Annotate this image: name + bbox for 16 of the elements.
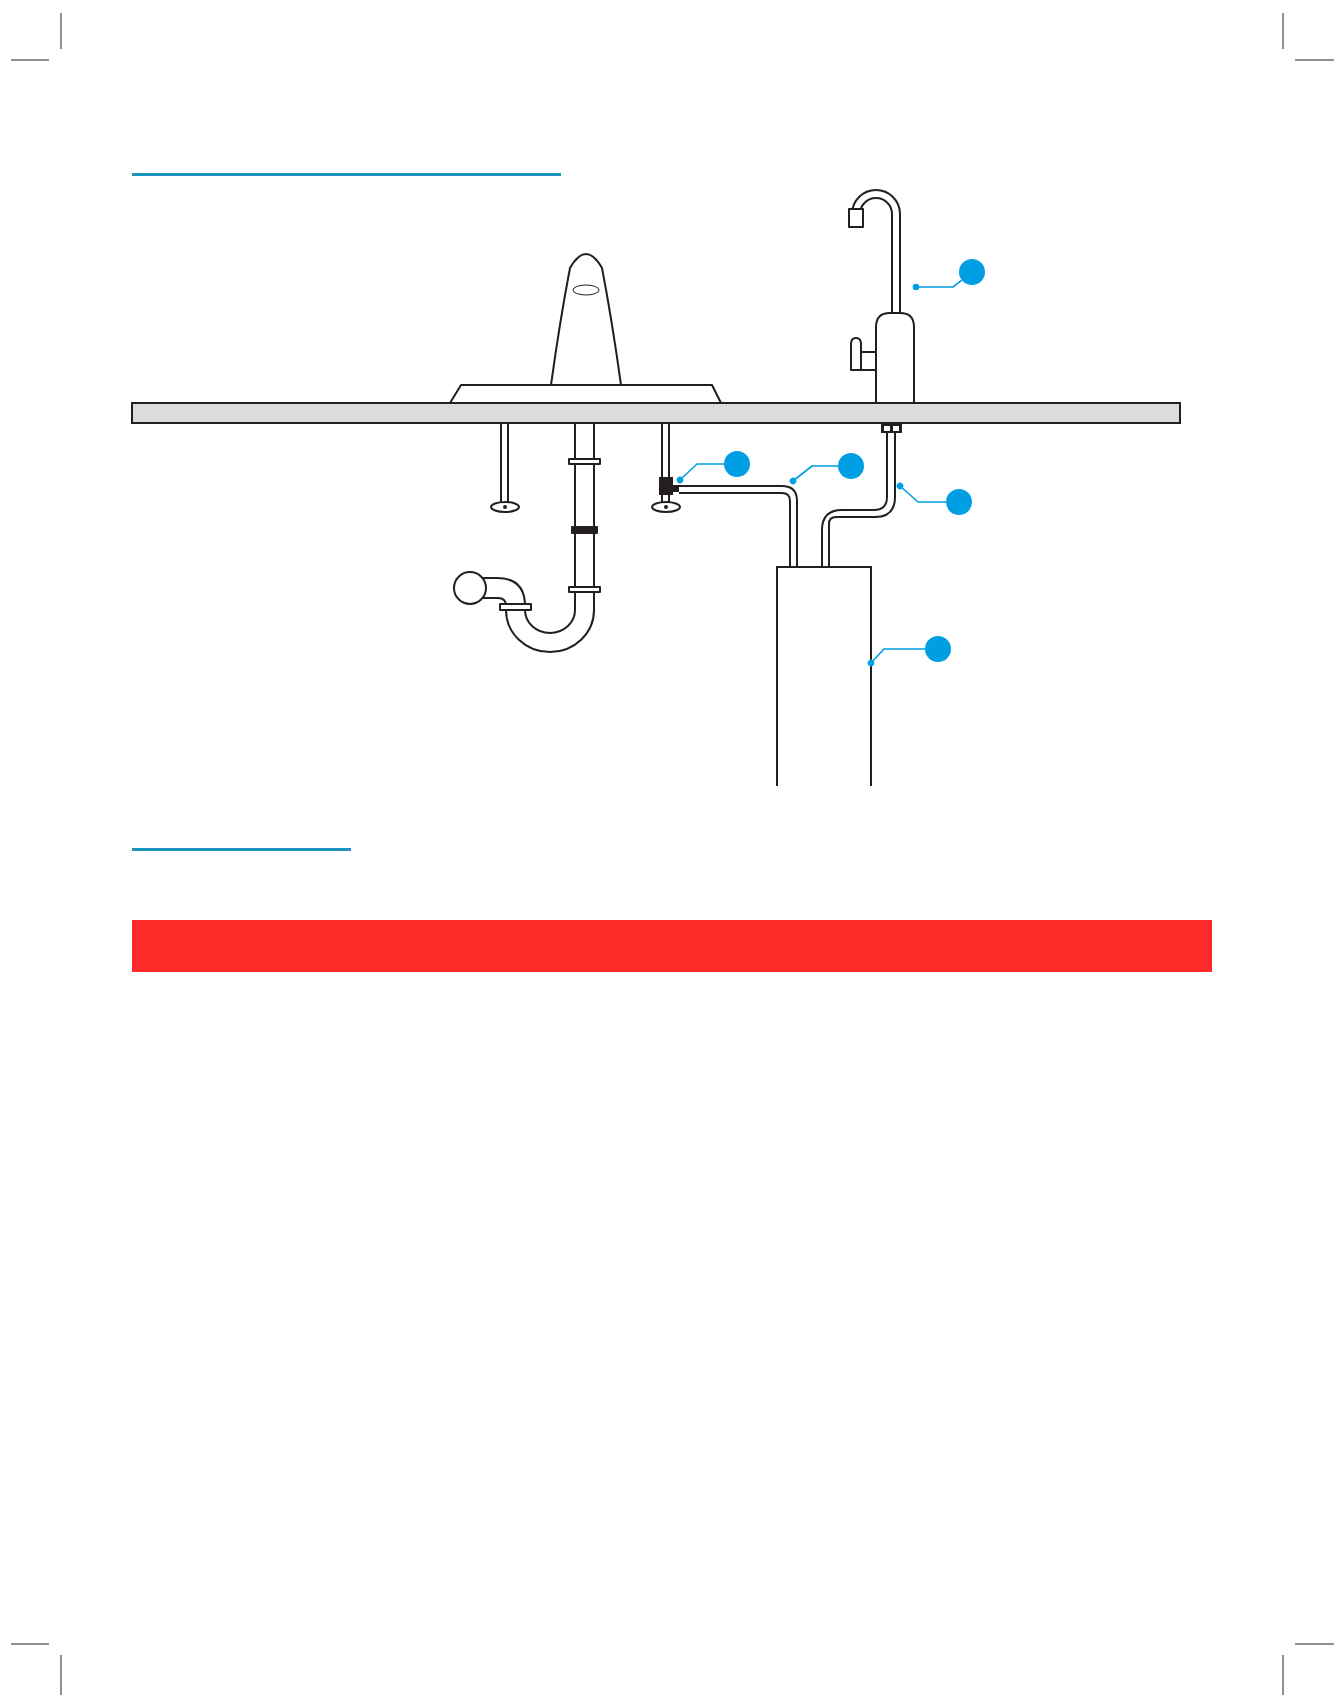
water-tube [678, 485, 798, 568]
water-tube [821, 424, 902, 568]
filter-housing [776, 566, 872, 787]
callout-circle [959, 259, 985, 285]
leader-line [896, 482, 947, 503]
callout-circle [724, 451, 750, 477]
leader-line [676, 463, 725, 484]
warning-banner [132, 920, 1212, 972]
valve [659, 477, 679, 495]
callout-circle [925, 636, 951, 662]
leader-line [912, 279, 963, 291]
countertop [131, 402, 1181, 424]
leader-line [867, 648, 926, 667]
callout-circle [946, 489, 972, 515]
faucet-drawing [848, 189, 915, 404]
leader-line [789, 465, 839, 485]
